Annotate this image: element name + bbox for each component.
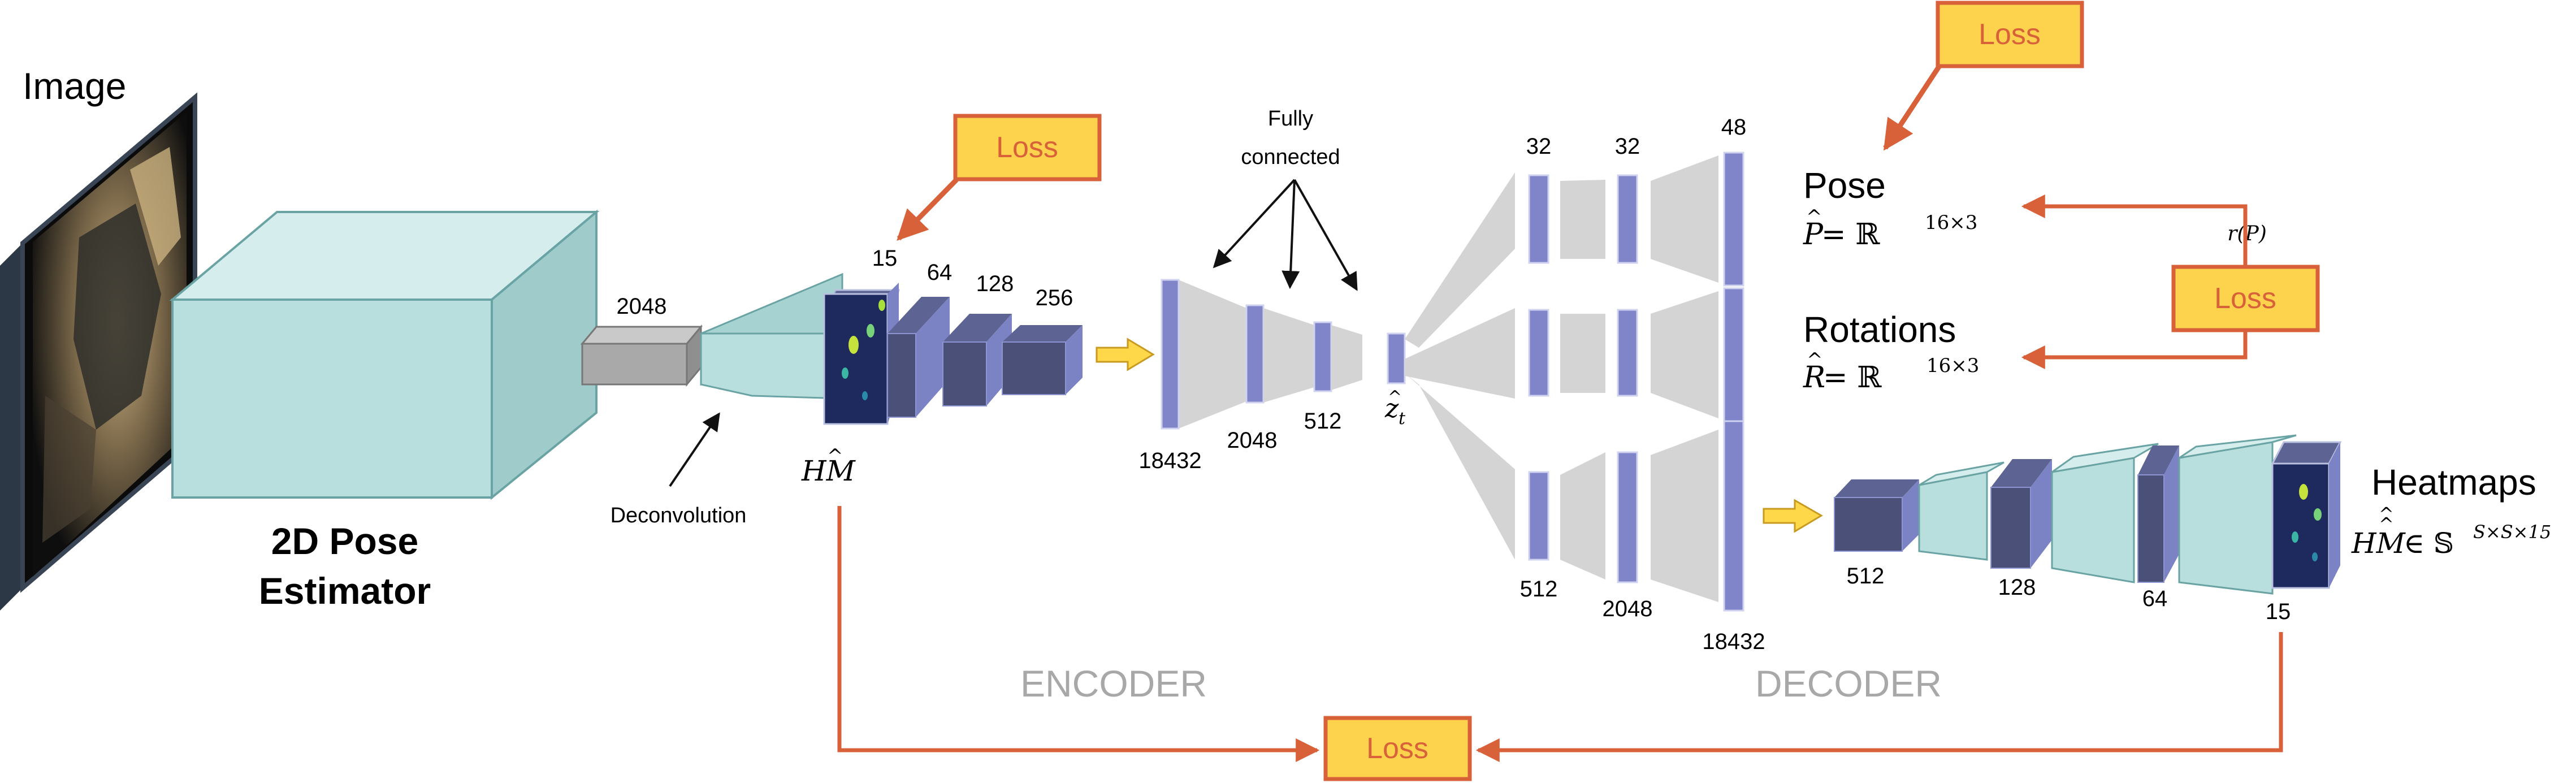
deconvolution-label: Deconvolution <box>611 504 747 527</box>
heat-128-dim: 128 <box>1998 575 2036 600</box>
encoder-128-dim: 128 <box>976 271 1014 296</box>
svg-text:= ℝ: = ℝ <box>1821 218 1880 252</box>
svg-text:Loss: Loss <box>1978 18 2041 51</box>
svg-text:16×3: 16×3 <box>1925 211 1977 234</box>
svg-text:^: ^ <box>1388 387 1402 407</box>
dec-bot-2048-dim: 2048 <box>1603 596 1653 621</box>
svg-text:z: z <box>1384 393 1399 423</box>
decoder-fan <box>1405 172 1515 560</box>
heatmaps-label: Heatmaps <box>2371 462 2536 503</box>
encoder-256-dim: 256 <box>1036 285 1073 310</box>
svg-text:= ℝ: = ℝ <box>1823 361 1882 395</box>
svg-text:^: ^ <box>1806 206 1822 228</box>
loss-arrow-pose <box>1883 65 1941 151</box>
backbone-dim-label: 2048 <box>617 294 667 319</box>
svg-text:∈ 𝕊: ∈ 𝕊 <box>2404 527 2454 560</box>
input-image <box>0 92 197 611</box>
svg-text:R: R <box>1803 361 1825 395</box>
fully-connected-pointers <box>1213 179 1358 291</box>
fully-connected-label-line2: connected <box>1241 145 1340 169</box>
loss-box-pose: Loss <box>1936 1 2084 68</box>
yellow-arrow-encoder <box>1096 338 1155 371</box>
yellow-arrow-decoder <box>1763 499 1823 533</box>
svg-text:Loss: Loss <box>1366 732 1428 765</box>
encoder-label: ENCODER <box>1020 663 1207 704</box>
decoder-branch-rotations <box>1528 287 1744 422</box>
pose-formula: P ^ = ℝ 16×3 <box>1803 206 1977 252</box>
fc-512-dim: 512 <box>1304 409 1342 434</box>
backbone-feature-box <box>580 324 703 387</box>
latent-symbol: z t ^ <box>1384 387 1406 429</box>
encoder-hm-symbol: HM ^ <box>801 445 856 487</box>
loss-arrow-encoder <box>897 178 959 241</box>
svg-text:Loss: Loss <box>996 131 1058 164</box>
deconvolution-block <box>700 272 843 400</box>
loss-box-heatmap: Loss <box>1323 716 1472 781</box>
image-label: Image <box>23 65 126 107</box>
loss-box-rotation: Loss <box>2171 265 2320 332</box>
dec-top-32a-dim: 32 <box>1526 134 1552 159</box>
heatmap-decoder-stack <box>1834 434 2342 595</box>
svg-text:Loss: Loss <box>2214 282 2276 315</box>
loss-arrows-heatmap <box>837 506 2283 762</box>
fc-2048-dim: 2048 <box>1227 428 1278 453</box>
svg-text:t: t <box>1399 409 1406 429</box>
encoder-conv-256 <box>1002 325 1083 395</box>
svg-text:16×3: 16×3 <box>1926 354 1979 377</box>
svg-text:^: ^ <box>2379 503 2394 525</box>
rotations-formula: R ^ = ℝ 16×3 <box>1803 349 1979 395</box>
svg-text:HM: HM <box>801 455 856 487</box>
dec-top-48-dim: 48 <box>1721 115 1747 140</box>
rotations-label: Rotations <box>1803 309 1956 350</box>
decoder-branch-heatmaps <box>1528 420 1744 612</box>
fc-18432-dim: 18432 <box>1138 448 1201 473</box>
encoder-conv-64 <box>887 297 950 418</box>
encoder-64-dim: 64 <box>927 260 953 285</box>
loss-arrows-rotation <box>2021 194 2248 369</box>
heatmaps-formula: HM ^ ^ ∈ 𝕊 S×S×15 <box>2351 503 2551 560</box>
heat-15-dim: 15 <box>2266 599 2291 624</box>
dec-bot-18432-dim: 18432 <box>1702 629 1765 654</box>
heat-512-dim: 512 <box>1847 564 1885 589</box>
encoder-conv-128 <box>942 314 1012 406</box>
pose-estimator-label-line2: Estimator <box>259 570 431 612</box>
fully-connected-block <box>1161 279 1406 430</box>
pose-estimator-label-line1: 2D Pose <box>271 520 418 562</box>
svg-text:^: ^ <box>1807 349 1823 371</box>
svg-text:^: ^ <box>827 445 843 468</box>
decoder-label: DECODER <box>1755 663 1942 704</box>
svg-text:HM: HM <box>2351 527 2406 560</box>
loss-box-encoder: Loss <box>953 114 1102 181</box>
dec-bot-512-dim: 512 <box>1520 577 1558 602</box>
fully-connected-label-line1: Fully <box>1268 107 1313 131</box>
pose-label: Pose <box>1803 165 1886 206</box>
svg-text:^: ^ <box>2379 513 2394 535</box>
svg-text:S×S×15: S×S×15 <box>2473 521 2551 543</box>
dec-top-32b-dim: 32 <box>1615 134 1640 159</box>
pose-estimator-block <box>169 209 600 500</box>
svg-text:P: P <box>1803 218 1824 252</box>
heat-64-dim: 64 <box>2142 586 2168 611</box>
deconvolution-pointer <box>669 412 720 487</box>
decoder-branch-pose <box>1528 152 1744 287</box>
encoder-hm-dim: 15 <box>872 246 898 271</box>
